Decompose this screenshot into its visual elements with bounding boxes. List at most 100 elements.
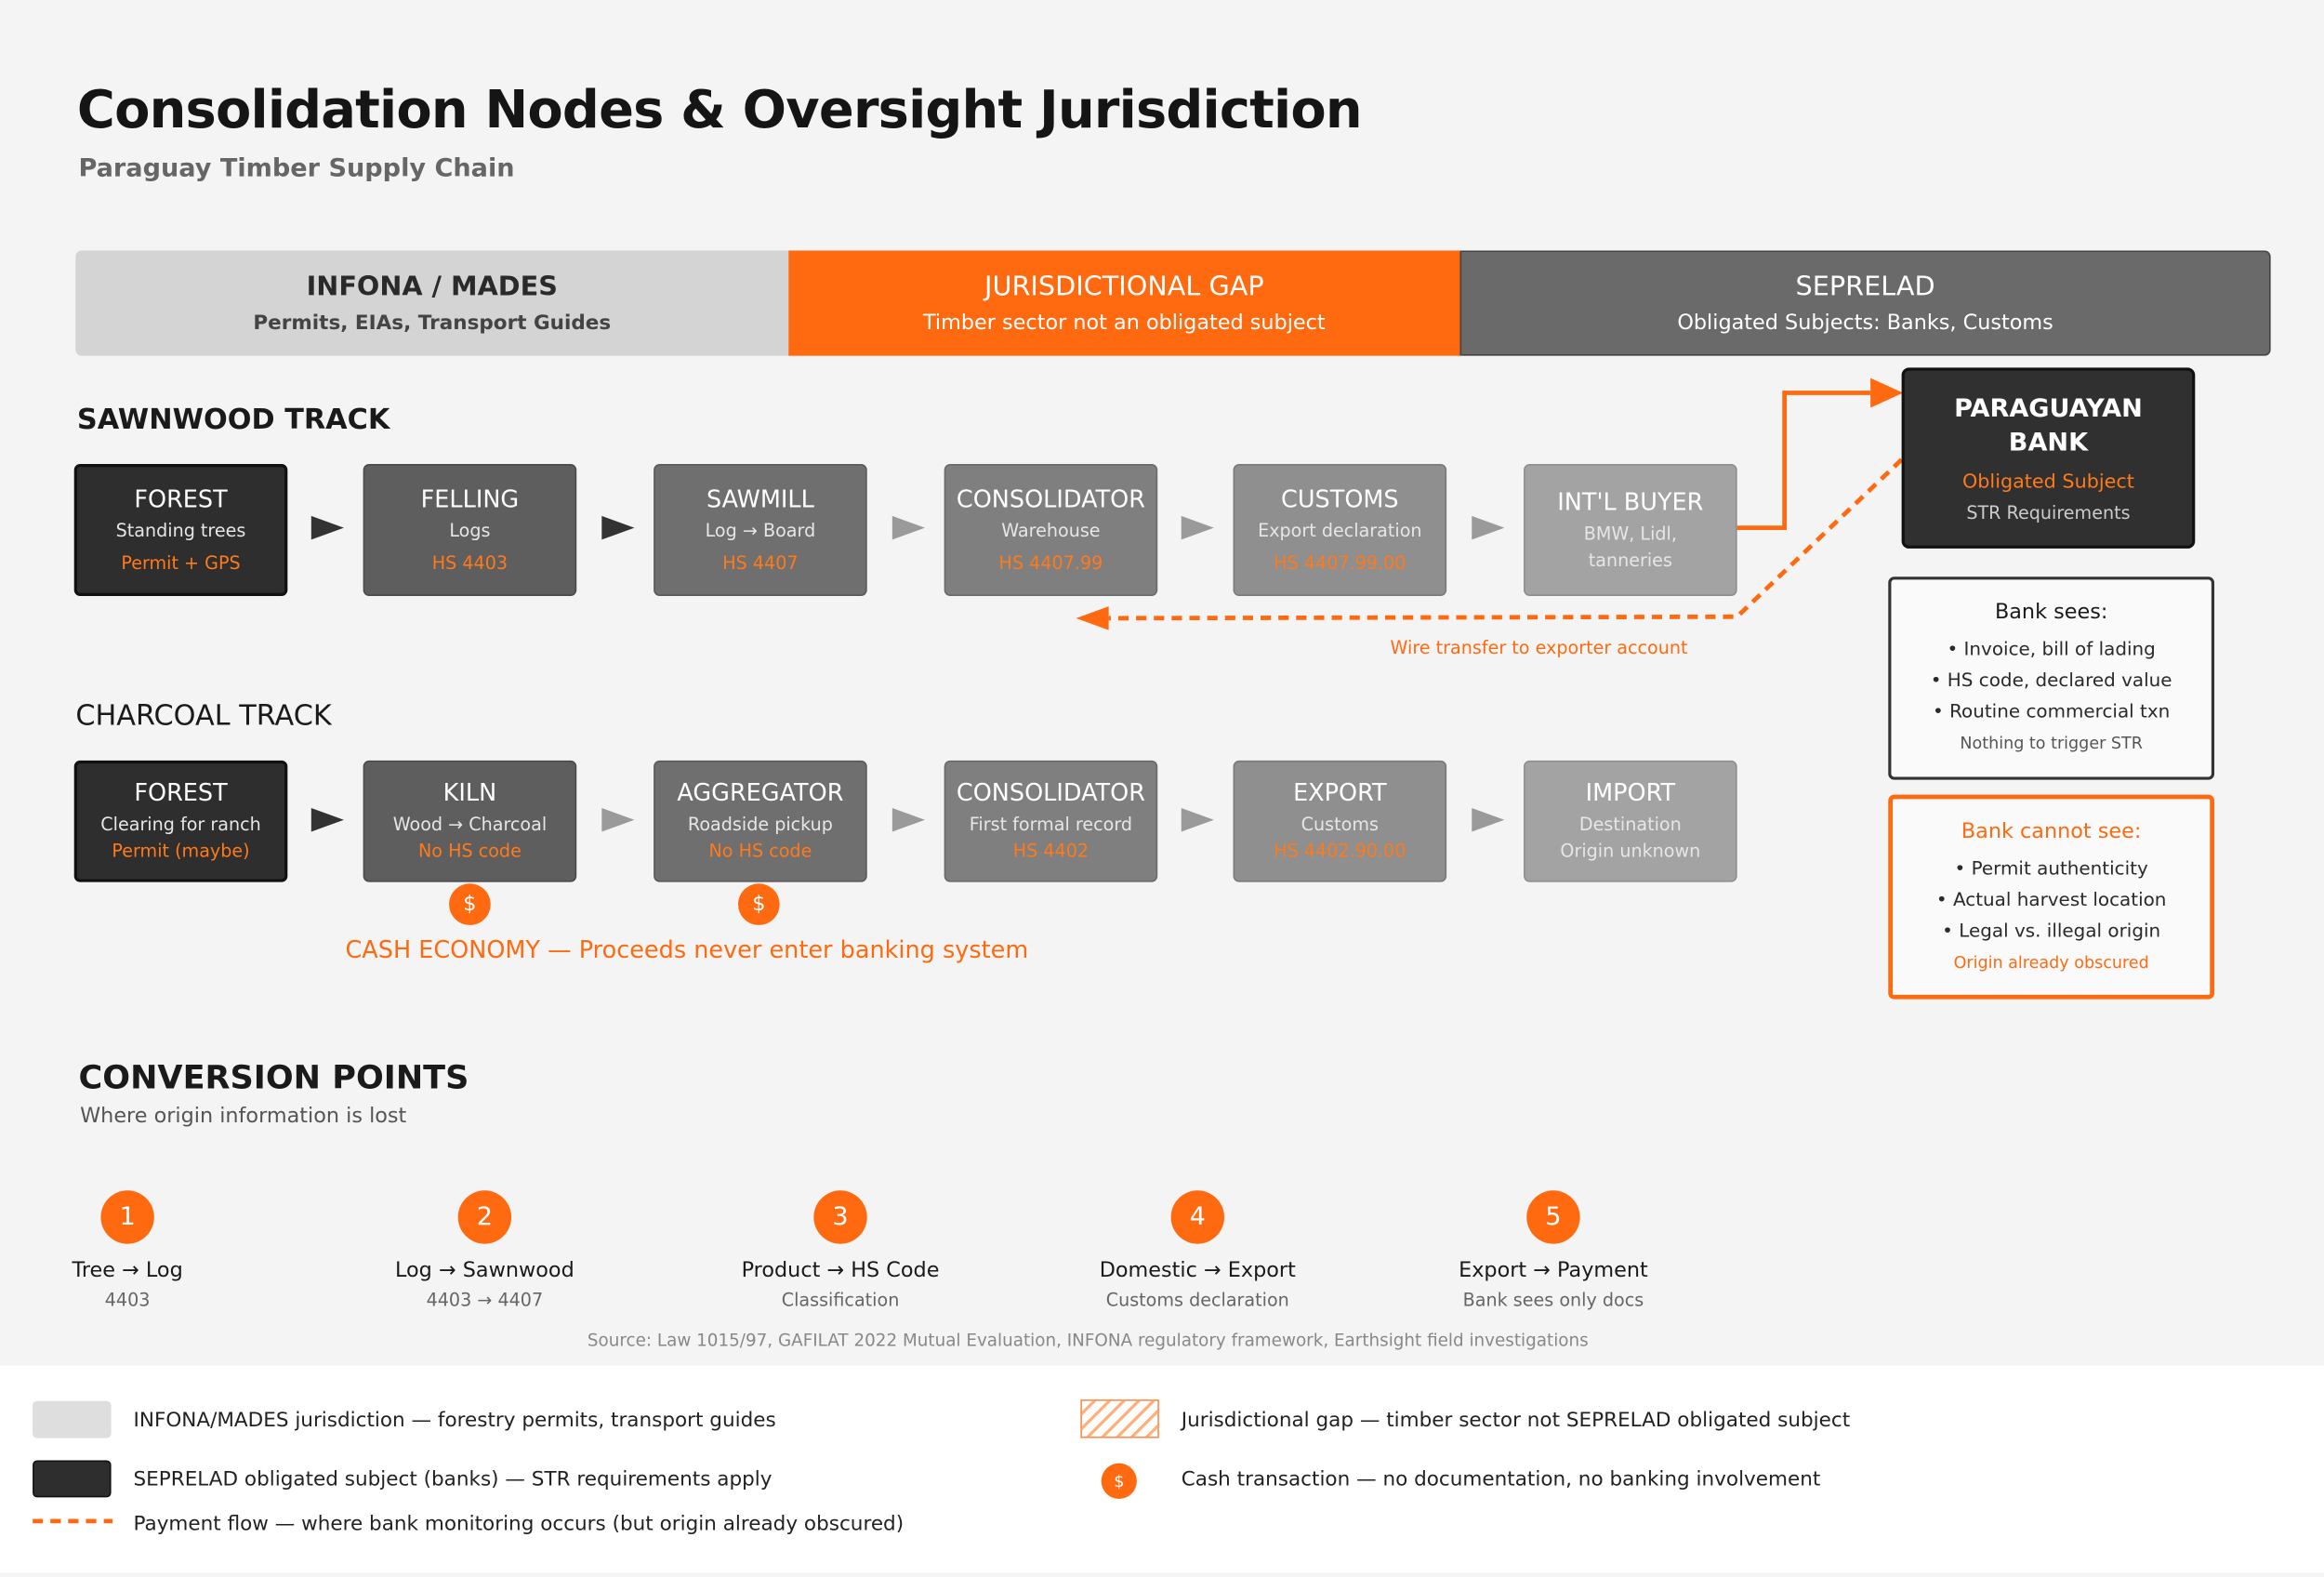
node-title: CONSOLIDATOR xyxy=(956,484,1145,512)
step-number: 4 xyxy=(1170,1190,1224,1244)
page-title: Consolidation Nodes & Oversight Jurisdic… xyxy=(76,81,1363,141)
node-title: CONSOLIDATOR xyxy=(956,778,1145,807)
legend-cash-label: Cash transaction — no documentation, no … xyxy=(1181,1467,1821,1491)
node-code: No HS code xyxy=(708,841,812,862)
node-subtitle: Roadside pickup xyxy=(687,814,833,835)
cash-dollar-icon: $ xyxy=(449,883,491,925)
band-subtitle: Obligated Subjects: Banks, Customs xyxy=(1677,311,2053,336)
legend-swatch-seprelad xyxy=(33,1460,112,1498)
flow-arrow-icon xyxy=(310,807,344,832)
node-title: FELLING xyxy=(420,484,520,512)
page-subtitle: Paraguay Timber Supply Chain xyxy=(78,153,515,184)
node-code: HS 4403 xyxy=(431,551,508,574)
cash-economy-label: CASH ECONOMY — Proceeds never enter bank… xyxy=(345,935,1029,964)
band-subtitle: Timber sector not an obligated subject xyxy=(922,311,1326,336)
node-title: IMPORT xyxy=(1585,778,1676,807)
step-detail: 4403 → 4407 xyxy=(426,1290,544,1311)
legend-payment-label: Payment flow — where bank monitoring occ… xyxy=(133,1512,905,1536)
bank-sees-heading: Bank sees: xyxy=(1994,600,2108,625)
step-label: Export → Payment xyxy=(1459,1258,1648,1283)
node-code: HS 4402.90.00 xyxy=(1274,841,1406,862)
node-subtitle-2: Origin unknown xyxy=(1560,841,1701,862)
bank-sees-footer: Nothing to trigger STR xyxy=(1960,734,2143,753)
bank-sees-item: • Routine commercial txn xyxy=(1932,699,2171,722)
conversion-step-3: 3 Product → HS Code Classification xyxy=(707,1190,974,1310)
flow-arrow-icon xyxy=(1181,807,1214,832)
charcoal-node-export: EXPORT Customs HS 4402.90.00 xyxy=(1233,760,1447,882)
wire-transfer-arrowhead xyxy=(1076,606,1109,630)
step-detail: Customs declaration xyxy=(1105,1290,1289,1311)
node-subtitle: Customs xyxy=(1301,814,1379,835)
charcoal-node-consolidator: CONSOLIDATOR First formal record HS 4402 xyxy=(944,760,1158,882)
sawnwood-node-felling: FELLING Logs HS 4403 xyxy=(363,464,577,596)
band-subtitle: Permits, EIAs, Transport Guides xyxy=(253,311,612,336)
conversion-subtitle: Where origin information is lost xyxy=(80,1104,407,1129)
bank-cannot-item: • Permit authenticity xyxy=(1954,856,2148,880)
bank-sees-item: • Invoice, bill of lading xyxy=(1947,637,2156,660)
wire-transfer-dashed-line xyxy=(1108,457,1904,621)
wire-transfer-label: Wire transfer to exporter account xyxy=(1390,637,1688,658)
paraguayan-bank-node: PARAGUAYAN BANK Obligated Subject STR Re… xyxy=(1901,367,2196,549)
flow-arrow-icon xyxy=(891,807,925,832)
bank-cannot-item: • Actual harvest location xyxy=(1935,888,2167,910)
legend xyxy=(0,1365,2324,1573)
bank-cannot-see-box: Bank cannot see: • Permit authenticity •… xyxy=(1888,794,2215,1000)
bank-sees-item: • HS code, declared value xyxy=(1930,669,2172,691)
node-subtitle: Standing trees xyxy=(115,519,246,541)
bank-title-line1: PARAGUAYAN xyxy=(1954,394,2143,424)
flow-arrow-icon xyxy=(1472,515,1505,540)
charcoal-node-forest: FOREST Clearing for ranch Permit (maybe) xyxy=(73,760,288,882)
sawnwood-node-consolidator: CONSOLIDATOR Warehouse HS 4407.99 xyxy=(944,464,1158,596)
step-detail: Classification xyxy=(781,1290,900,1311)
node-title: KILN xyxy=(442,778,497,807)
node-title: SAWMILL xyxy=(706,484,814,512)
node-code: HS 4407.99 xyxy=(998,551,1103,574)
infona-band: INFONA / MADES Permits, EIAs, Transport … xyxy=(75,250,789,356)
cash-dollar-icon: $ xyxy=(738,883,780,925)
charcoal-track-label: CHARCOAL TRACK xyxy=(75,699,332,733)
charcoal-node-import: IMPORT Destination Origin unknown xyxy=(1524,760,1737,882)
flow-arrow-icon xyxy=(891,515,925,540)
legend-swatch-gap xyxy=(1080,1399,1159,1438)
bank-sees-box: Bank sees: • Invoice, bill of lading • H… xyxy=(1888,576,2215,780)
conversion-step-2: 2 Log → Sawnwood 4403 → 4407 xyxy=(351,1190,618,1310)
node-title: CUSTOMS xyxy=(1281,484,1399,512)
bank-str-label: STR Requirements xyxy=(1966,502,2131,523)
node-title: AGGREGATOR xyxy=(677,778,844,807)
conversion-title: CONVERSION POINTS xyxy=(78,1059,469,1097)
sawnwood-node-forest: FOREST Standing trees Permit + GPS xyxy=(73,464,288,596)
node-code: HS 4407 xyxy=(722,551,799,574)
node-code: No HS code xyxy=(417,841,522,862)
bank-cannot-footer: Origin already obscured xyxy=(1953,953,2149,973)
band-title: INFONA / MADES xyxy=(306,271,558,303)
legend-gap-label: Jurisdictional gap — timber sector not S… xyxy=(1181,1408,1851,1433)
step-number: 5 xyxy=(1526,1190,1580,1244)
conversion-step-5: 5 Export → Payment Bank sees only docs xyxy=(1419,1190,1686,1310)
bank-title-line2: BANK xyxy=(2008,428,2089,458)
flow-connectors xyxy=(1076,378,1904,630)
sawnwood-node-sawmill: SAWMILL Log → Board HS 4407 xyxy=(654,464,867,596)
step-label: Domestic → Export xyxy=(1099,1258,1296,1283)
legend-swatch-infona xyxy=(33,1400,112,1438)
bank-cannot-heading: Bank cannot see: xyxy=(1961,819,2142,844)
gap-band: JURISDICTIONAL GAP Timber sector not an … xyxy=(788,250,1460,356)
band-title: JURISDICTIONAL GAP xyxy=(984,271,1264,303)
step-label: Product → HS Code xyxy=(741,1258,940,1283)
source-note: Source: Law 1015/97, GAFILAT 2022 Mutual… xyxy=(587,1330,1589,1351)
charcoal-node-aggregator: AGGREGATOR Roadside pickup No HS code xyxy=(654,760,867,882)
node-code: Permit (maybe) xyxy=(112,841,250,862)
node-subtitle: Destination xyxy=(1578,814,1682,835)
flow-arrow-icon xyxy=(310,515,344,540)
node-code: HS 4402 xyxy=(1012,841,1089,862)
node-subtitle: Logs xyxy=(449,519,491,541)
buyer-to-bank-arrowhead xyxy=(1870,378,1904,408)
sawnwood-track-label: SAWNWOOD TRACK xyxy=(76,403,390,436)
node-subtitle-2: tanneries xyxy=(1588,549,1672,571)
step-label: Tree → Log xyxy=(72,1258,183,1283)
node-subtitle: Log → Board xyxy=(705,519,816,541)
legend-seprelad-label: SEPRELAD obligated subject (banks) — STR… xyxy=(133,1467,772,1491)
flow-arrow-icon xyxy=(1181,515,1214,540)
legend-cash-icon: $ xyxy=(1101,1463,1137,1499)
step-detail: Bank sees only docs xyxy=(1462,1290,1644,1311)
step-number: 3 xyxy=(813,1190,867,1244)
